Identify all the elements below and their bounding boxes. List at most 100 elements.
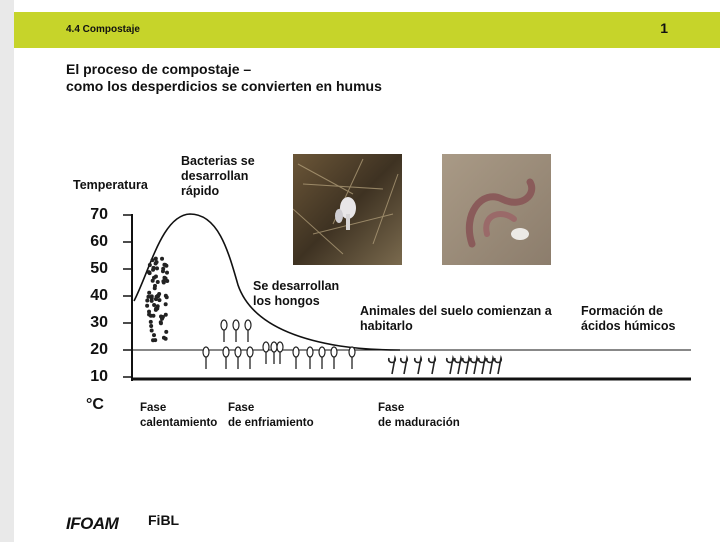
mushroom-icon	[220, 319, 228, 342]
ifoam-logo: IFOAM	[66, 514, 119, 533]
mushroom-photo	[293, 154, 402, 265]
annotation-bacterias: Bacterias se desarrollan rápido	[181, 154, 255, 199]
annotation-animales: Animales del suelo comienzan a habitarlo	[360, 304, 552, 334]
bacteria-dot	[146, 270, 151, 275]
worm-icon	[469, 354, 479, 375]
mushroom-icon	[348, 346, 356, 369]
annotation-hongos: Se desarrollan los hongos	[253, 279, 339, 309]
worm-icon	[477, 354, 487, 375]
worm-icon	[399, 354, 409, 375]
bacteria-dot	[164, 295, 169, 300]
y-tick-label: 10	[90, 368, 108, 385]
bacteria-dot	[157, 298, 162, 303]
bacteria-dot	[146, 294, 151, 299]
bacteria-dot	[147, 290, 152, 295]
y-tick-label: 40	[90, 287, 108, 304]
bacteria-dot	[160, 316, 165, 321]
bacteria-dot	[153, 256, 158, 261]
y-tick-label: 50	[90, 260, 108, 277]
y-tick-label: 60	[90, 233, 108, 250]
mushroom-icon	[276, 341, 284, 364]
bacteria-dot	[153, 338, 158, 343]
bacteria-dot	[153, 297, 158, 302]
bacteria-dot	[145, 303, 150, 308]
bacteria-dots	[145, 256, 170, 343]
bacteria-dot	[155, 280, 160, 285]
annotation-line: ácidos húmicos	[581, 319, 676, 333]
mushroom-icon	[318, 346, 326, 369]
mushroom-icon	[222, 346, 230, 369]
bacteria-dot	[150, 258, 155, 263]
phase-enfriamiento: Fase de enfriamiento	[228, 401, 314, 431]
phase-line: Fase	[378, 402, 405, 414]
bacteria-dot	[147, 309, 152, 314]
annotation-line: los hongos	[253, 294, 320, 308]
worm-icon	[427, 354, 437, 375]
worm-icon	[387, 354, 397, 375]
bacteria-dot	[151, 313, 156, 318]
phase-maduracion: Fase de maduración	[378, 401, 460, 431]
annotation-line: Bacterias se	[181, 154, 255, 168]
y-tick-label: 30	[90, 314, 108, 331]
y-tick-label: 20	[90, 341, 108, 358]
bacteria-dot	[161, 266, 166, 271]
bacteria-dot	[163, 312, 168, 317]
annotation-acidos: Formación de ácidos húmicos	[581, 304, 675, 334]
bacteria-dot	[149, 323, 154, 328]
bacteria-dot	[145, 298, 150, 303]
phase-line: de maduración	[378, 417, 460, 429]
bacteria-dot	[152, 275, 157, 280]
bacteria-dot	[149, 328, 154, 333]
worm-icon	[453, 354, 463, 375]
earthworm-photo	[442, 154, 551, 265]
left-margin-bar	[0, 0, 14, 542]
fungi-icons	[202, 319, 356, 369]
page-title: El proceso de compostaje – como los desp…	[66, 61, 382, 95]
bacteria-dot	[151, 333, 156, 338]
mushroom-icon	[262, 341, 270, 364]
annotation-line: Se desarrollan	[253, 279, 340, 293]
y-axis-title: Temperatura	[73, 178, 148, 192]
bacteria-dot	[164, 263, 169, 268]
annotation-line: desarrollan	[181, 169, 249, 183]
soil-animal-icons	[387, 354, 503, 375]
bacteria-dot	[162, 275, 167, 280]
bacteria-dot	[161, 279, 166, 284]
bacteria-dot	[147, 263, 152, 268]
bacteria-dot	[155, 306, 160, 311]
bacteria-dot	[164, 270, 169, 275]
mushroom-icon	[270, 341, 278, 364]
phase-line: Fase	[140, 402, 167, 414]
worm-icon	[493, 354, 503, 375]
mushroom-icon	[244, 319, 252, 342]
bacteria-dot	[158, 320, 163, 325]
mushroom-icon	[202, 346, 210, 369]
mushroom-icon	[306, 346, 314, 369]
bacteria-dot	[164, 329, 169, 334]
bacteria-dot	[155, 266, 160, 271]
phase-line: de enfriamiento	[228, 417, 314, 429]
worm-icon	[413, 354, 423, 375]
title-line-1: El proceso de compostaje –	[66, 61, 252, 77]
fibl-logo: FiBL	[148, 512, 180, 528]
mushroom-icon	[246, 346, 254, 369]
bacteria-dot	[165, 278, 170, 283]
phase-line: calentamiento	[140, 417, 218, 429]
bacteria-dot	[160, 256, 165, 261]
worm-icon	[485, 354, 495, 375]
annotation-line: Formación de	[581, 304, 663, 318]
bacteria-dot	[152, 283, 157, 288]
mushroom-icon	[232, 319, 240, 342]
worm-icon	[445, 354, 455, 375]
bacteria-dot	[149, 296, 154, 301]
annotation-line: habitarlo	[360, 319, 413, 333]
annotation-line: rápido	[181, 184, 220, 198]
annotation-line: Animales del suelo comienzan a	[360, 304, 552, 318]
bacteria-dot	[153, 261, 158, 266]
bacteria-dot	[148, 319, 153, 324]
page-number: 1	[660, 20, 668, 36]
phase-calentamiento: Fase calentamiento	[140, 401, 217, 431]
section-title: 4.4 Compostaje	[66, 24, 140, 35]
mushroom-icon	[234, 346, 242, 369]
